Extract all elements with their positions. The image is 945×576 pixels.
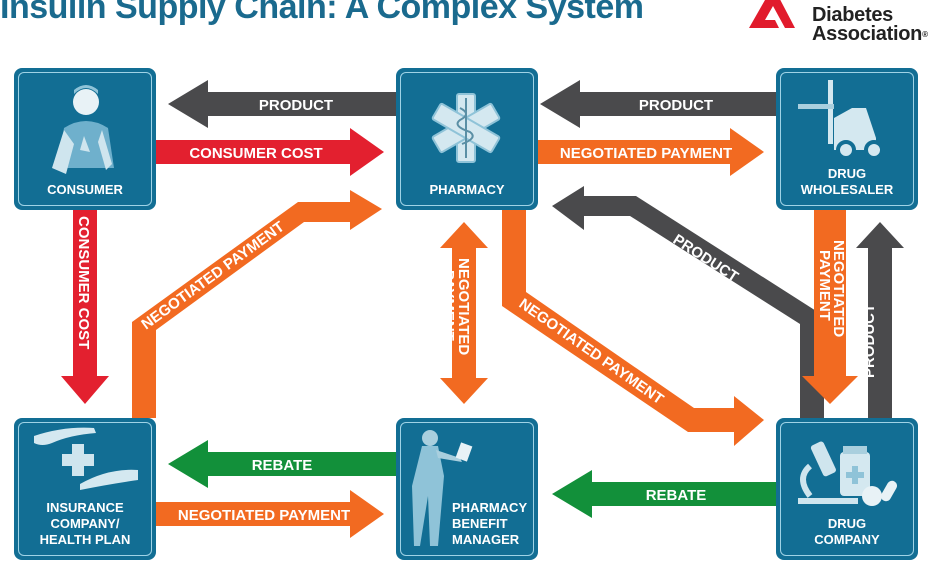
node-label: INSURANCE COMPANY/ HEALTH PLAN bbox=[39, 500, 131, 547]
flow-label: PRODUCT bbox=[259, 97, 333, 114]
logo-line2: Association bbox=[812, 23, 923, 45]
flow-label: NEGOTIATED PAYMENT bbox=[138, 218, 287, 333]
arrow-pharmacy-to-consumer-product: PRODUCT bbox=[168, 80, 396, 128]
node-drug-wholesaler: DRUG WHOLESALER bbox=[776, 68, 918, 210]
node-label: CONSUMER bbox=[47, 182, 123, 197]
node-pharmacy: PHARMACY bbox=[396, 68, 538, 210]
person-icon bbox=[52, 85, 114, 174]
star-of-life-icon bbox=[431, 93, 501, 163]
flow-label: NEGOTIATED bbox=[455, 258, 472, 355]
arrow-pharmacy-to-wholesaler-payment: NEGOTIATED PAYMENT bbox=[537, 128, 764, 176]
page-title: Insulin Supply Chain: A Complex System bbox=[0, 0, 644, 26]
flow-label: CONSUMER COST bbox=[75, 216, 92, 349]
arrow-consumer-to-insurance-cost: CONSUMER COST bbox=[61, 210, 109, 404]
arrow-insurance-to-pharmacy-payment: NEGOTIATED PAYMENT bbox=[132, 190, 382, 418]
hands-cross-icon bbox=[34, 427, 138, 490]
flow-label: NEGOTIATED PAYMENT bbox=[560, 145, 732, 162]
arrow-drug-company-to-pharmacy-product: PRODUCT bbox=[552, 186, 824, 418]
node-label: PHARMACY bbox=[429, 182, 505, 197]
flow-label: REBATE bbox=[646, 487, 707, 504]
flow-label: REBATE bbox=[252, 457, 313, 474]
flow-label: NEGOTIATED PAYMENT bbox=[516, 295, 667, 408]
logo-line1: Diabetes bbox=[812, 4, 893, 26]
arrow-drug-company-to-wholesaler-product: PRODUCT bbox=[856, 222, 904, 418]
flow-label: PRODUCT bbox=[639, 97, 713, 114]
node-pharmacy-benefit-manager: PHARMACY BENEFIT MANAGER bbox=[396, 418, 538, 560]
arrow-drug-company-to-pbm-rebate: REBATE bbox=[552, 470, 776, 518]
flow-label: NEGOTIATED PAYMENT bbox=[178, 507, 350, 524]
node-consumer: CONSUMER bbox=[14, 68, 156, 210]
logo-text: Diabetes Association® bbox=[812, 0, 928, 44]
node-label: PHARMACY BENEFIT MANAGER bbox=[452, 500, 528, 547]
flow-label: PRODUCT bbox=[861, 304, 878, 378]
arrow-wholesaler-to-drug-company-payment: NEGOTIATED PAYMENT bbox=[802, 210, 858, 404]
arrow-pbm-to-insurance-rebate: REBATE bbox=[168, 440, 396, 488]
flow-label: CONSUMER COST bbox=[189, 145, 322, 162]
arrow-wholesaler-to-pharmacy-product: PRODUCT bbox=[540, 80, 776, 128]
arrow-pharmacy-pbm-payment: NEGOTIATED PAYMENT bbox=[440, 222, 488, 404]
arrow-insurance-to-pbm-payment: NEGOTIATED PAYMENT bbox=[156, 490, 384, 538]
ada-triangle-logo-icon bbox=[749, 0, 795, 28]
flow-label: PAYMENT bbox=[816, 250, 833, 321]
node-label: DRUG WHOLESALER bbox=[800, 166, 894, 197]
flow-label: NEGOTIATED bbox=[830, 240, 847, 337]
node-drug-company: DRUG COMPANY bbox=[776, 418, 918, 560]
registered-mark: ® bbox=[922, 30, 928, 40]
flow-label: PAYMENT bbox=[440, 270, 457, 341]
businesswoman-icon bbox=[412, 430, 473, 546]
ada-logo bbox=[749, 0, 795, 28]
node-label: DRUG COMPANY bbox=[814, 516, 880, 547]
node-insurance-company: INSURANCE COMPANY/ HEALTH PLAN bbox=[14, 418, 156, 560]
arrow-consumer-to-pharmacy-cost: CONSUMER COST bbox=[156, 128, 384, 176]
forklift-icon bbox=[798, 80, 884, 160]
arrow-pharmacy-to-drug-company-payment: NEGOTIATED PAYMENT bbox=[502, 210, 764, 446]
microscope-pills-icon bbox=[798, 441, 897, 506]
